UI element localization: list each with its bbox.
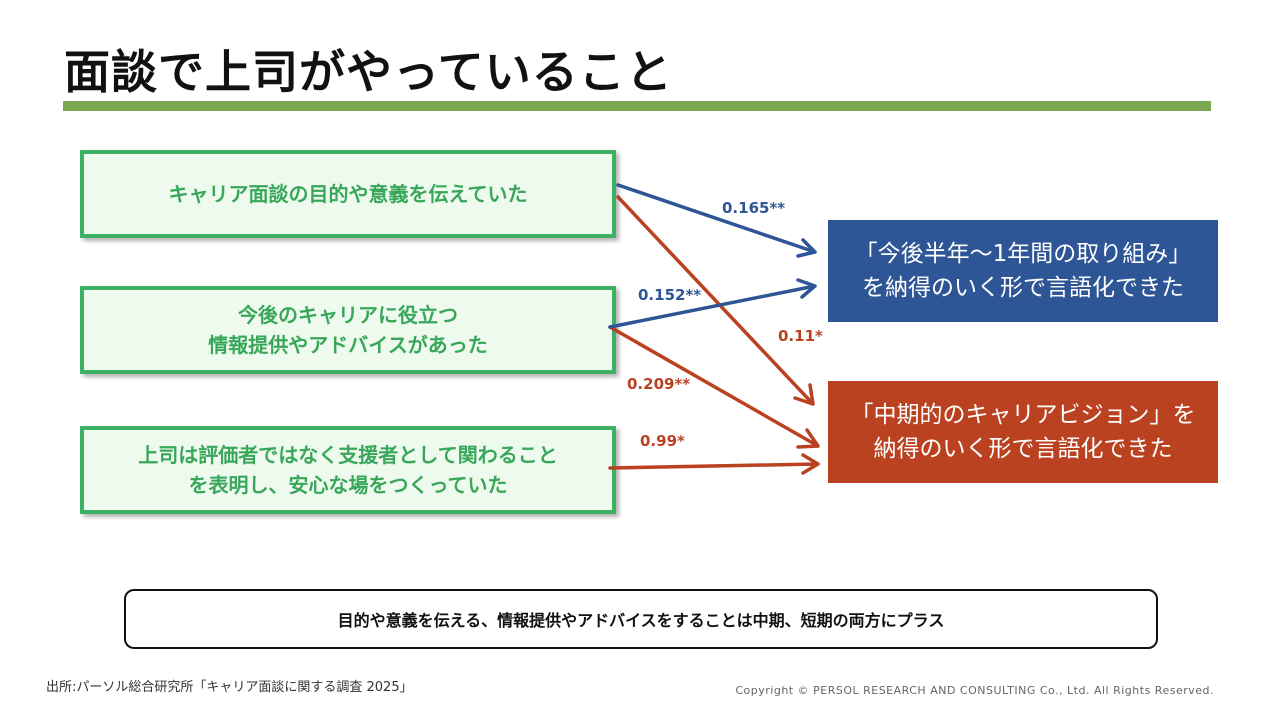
- arrow-advice-to-short: [608, 278, 817, 329]
- arrow-purpose-to-short: [616, 183, 817, 258]
- coefficient-label: 0.209**: [627, 375, 691, 393]
- factor-text: 上司は評価者ではなく支援者として関わること: [138, 443, 558, 467]
- factor-text: 今後のキャリアに役立つ: [238, 303, 458, 327]
- arrow-purpose-to-mid: [616, 195, 815, 406]
- arrow-supporter-to-mid: [608, 453, 820, 475]
- summary-box: 目的や意義を伝える、情報提供やアドバイスをすることは中期、短期の両方にプラス: [124, 589, 1158, 649]
- factor-text: キャリア面談の目的や意義を伝えていた: [168, 182, 528, 206]
- outcome-text: を納得のいく形で言語化できた: [861, 275, 1184, 301]
- arrow-advice-to-mid: [608, 325, 820, 449]
- title-divider: [63, 101, 1211, 111]
- outcome-box-short-term: 「今後半年～1年間の取り組み」を納得のいく形で言語化できた: [828, 220, 1218, 322]
- outcome-text: 「今後半年～1年間の取り組み」: [854, 241, 1192, 267]
- outcome-text: 「中期的のキャリアビジョン」を: [850, 402, 1196, 428]
- coefficient-label: 0.152**: [638, 286, 702, 304]
- source-note: 出所:パーソル総合研究所「キャリア面談に関する調査 2025」: [46, 680, 413, 695]
- coefficient-label: 0.99*: [640, 432, 685, 450]
- coefficient-label: 0.11*: [778, 327, 823, 345]
- coefficient-label: 0.165**: [722, 199, 786, 217]
- page-title: 面談で上司がやっていること: [64, 45, 673, 99]
- factor-box-purpose: キャリア面談の目的や意義を伝えていた: [80, 150, 616, 238]
- factor-text: を表明し、安心な場をつくっていた: [188, 473, 508, 497]
- factor-box-advice: 今後のキャリアに役立つ情報提供やアドバイスがあった: [80, 286, 616, 374]
- copyright: Copyright © PERSOL RESEARCH AND CONSULTI…: [735, 684, 1214, 697]
- factor-box-supporter: 上司は評価者ではなく支援者として関わることを表明し、安心な場をつくっていた: [80, 426, 616, 514]
- factor-text: 情報提供やアドバイスがあった: [208, 333, 488, 357]
- outcome-text: 納得のいく形で言語化できた: [873, 436, 1173, 462]
- outcome-box-mid-term: 「中期的のキャリアビジョン」を納得のいく形で言語化できた: [828, 381, 1218, 483]
